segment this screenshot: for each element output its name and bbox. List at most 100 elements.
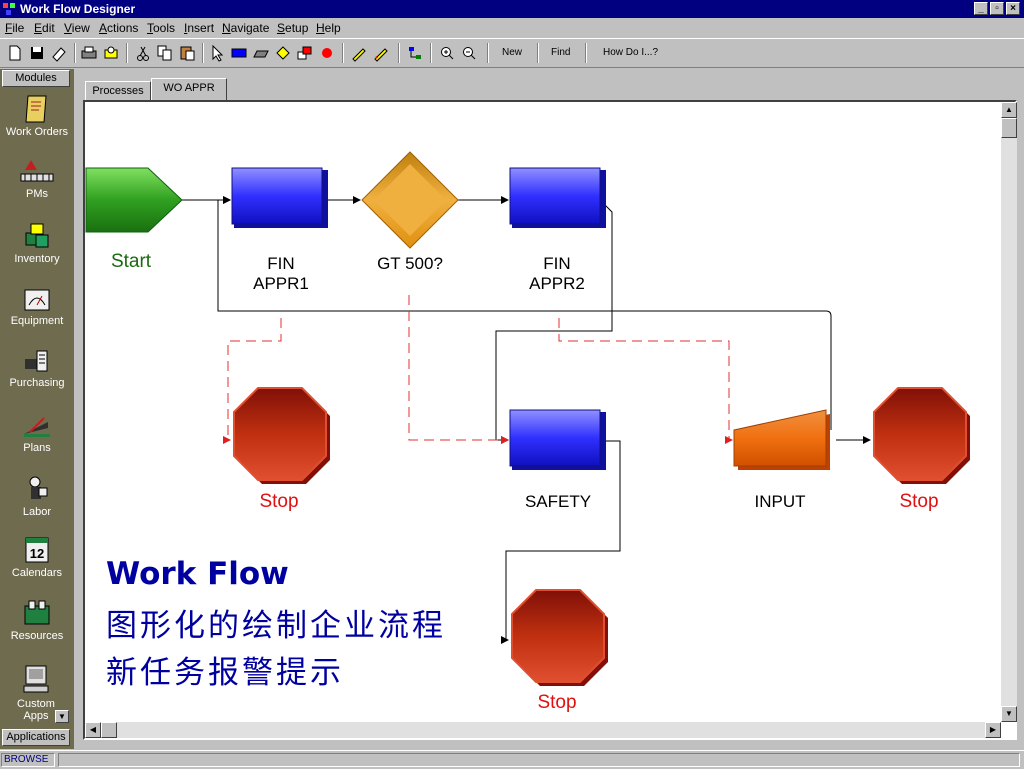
equipment-icon <box>24 289 50 311</box>
menu-view[interactable]: View <box>64 21 90 35</box>
pencil-icon[interactable] <box>350 44 368 62</box>
horizontal-scroll-thumb[interactable] <box>101 722 117 738</box>
toolbar-separator <box>487 43 489 63</box>
app-icon <box>3 3 15 15</box>
copy-icon[interactable] <box>156 44 174 62</box>
module-labor[interactable]: Labor <box>0 474 74 518</box>
module-label: PMs <box>26 188 48 200</box>
print-preview-icon[interactable] <box>102 44 120 62</box>
stop-label-3: Stop <box>537 692 577 713</box>
menu-insert[interactable]: Insert <box>184 21 215 35</box>
fin-appr2-label-line2: APPR2 <box>529 274 585 293</box>
vertical-scroll-thumb[interactable] <box>1001 118 1017 138</box>
module-label: Equipment <box>10 315 64 327</box>
stop-node-3[interactable] <box>511 589 608 686</box>
scroll-left-icon[interactable]: ◀ <box>85 722 101 738</box>
toolbar-separator <box>398 43 400 63</box>
save-icon[interactable] <box>28 44 46 62</box>
module-purchasing[interactable]: Purchasing <box>0 347 74 389</box>
shapes-icon[interactable] <box>296 44 314 62</box>
minimize-icon[interactable]: _ <box>974 2 988 15</box>
scroll-down-icon[interactable]: ▼ <box>1001 706 1017 722</box>
stop-icon[interactable] <box>318 44 336 62</box>
fin-appr1-node[interactable] <box>231 167 328 228</box>
horizontal-scrollbar[interactable] <box>85 722 1001 738</box>
calendar-day: 12 <box>30 546 44 561</box>
module-inventory[interactable]: Inventory <box>0 221 74 265</box>
zoom-in-icon[interactable] <box>438 44 456 62</box>
diamond-icon[interactable] <box>274 44 292 62</box>
module-custom-apps[interactable]: Custom Apps <box>0 662 72 722</box>
modules-scroll-down-icon[interactable]: ▼ <box>55 710 69 723</box>
scroll-up-icon[interactable]: ▲ <box>1001 102 1017 118</box>
toolbar-separator <box>585 43 587 63</box>
close-icon[interactable]: × <box>1006 2 1020 15</box>
inventory-icon <box>25 223 49 248</box>
erase-icon[interactable] <box>50 44 68 62</box>
stop-node-1[interactable] <box>233 387 330 484</box>
fin-appr2-node[interactable] <box>509 167 606 228</box>
module-resources[interactable]: Resources <box>0 598 74 642</box>
tab-wo-appr[interactable]: WO APPR <box>151 78 227 101</box>
start-label: Start <box>110 251 152 272</box>
toolbar-separator <box>430 43 432 63</box>
module-equipment[interactable]: Equipment <box>0 287 74 327</box>
purchasing-icon <box>25 350 48 372</box>
module-calendars[interactable]: 12 Calendars <box>0 535 74 579</box>
zoom-out-icon[interactable] <box>460 44 478 62</box>
calendars-icon: 12 <box>25 537 49 563</box>
status-panel <box>58 753 1020 767</box>
pointer-icon[interactable] <box>208 44 226 62</box>
align-icon[interactable] <box>406 44 424 62</box>
rectangle-icon[interactable] <box>230 44 248 62</box>
module-pms[interactable]: PMs <box>0 158 74 200</box>
how-do-i-button[interactable]: How Do I...? <box>603 47 659 58</box>
module-work-orders[interactable]: Work Orders <box>0 94 74 138</box>
window-title: Work Flow Designer <box>20 2 136 16</box>
stop-node-2[interactable] <box>873 387 970 484</box>
scroll-right-icon[interactable]: ▶ <box>985 722 1001 738</box>
overlay-line-3: 新任务报警提示 <box>106 655 344 691</box>
work-orders-icon <box>25 95 47 123</box>
menu-file[interactable]: File <box>5 21 25 35</box>
input-node[interactable] <box>733 409 830 470</box>
toolbar-separator <box>537 43 539 63</box>
applications-button[interactable]: Applications <box>2 729 70 746</box>
module-plans[interactable]: Plans <box>0 414 74 454</box>
find-button[interactable]: Find <box>551 47 571 58</box>
menu-help[interactable]: Help <box>316 21 341 35</box>
title-bar: Work Flow Designer _ ▫ × <box>0 0 1024 18</box>
gt500-decision-node[interactable] <box>361 151 459 249</box>
module-label: Inventory <box>14 253 60 265</box>
modules-header[interactable]: Modules <box>2 70 70 87</box>
new-icon[interactable] <box>6 44 24 62</box>
fin-appr2-label-line1: FIN <box>543 254 571 273</box>
module-label: Labor <box>22 506 52 518</box>
restore-icon[interactable]: ▫ <box>990 2 1004 15</box>
gt500-label: GT 500? <box>377 254 443 273</box>
toolbar: New Find How Do I...? <box>0 38 1024 68</box>
workflow-canvas[interactable] <box>83 100 1017 740</box>
menu-tools[interactable]: Tools <box>147 21 176 35</box>
toolbar-separator <box>74 43 76 63</box>
menu-setup[interactable]: Setup <box>277 21 309 35</box>
new-button[interactable]: New <box>502 47 523 58</box>
toolbar-separator <box>126 43 128 63</box>
menu-navigate[interactable]: Navigate <box>222 21 270 35</box>
paste-icon[interactable] <box>178 44 196 62</box>
tab-processes[interactable]: Processes <box>85 81 151 101</box>
pencil2-icon[interactable] <box>372 44 390 62</box>
fin-appr1-label-line1: FIN <box>267 254 295 273</box>
menu-actions[interactable]: Actions <box>99 21 139 35</box>
print-icon[interactable] <box>80 44 98 62</box>
pms-icon <box>20 160 54 182</box>
parallelogram-icon[interactable] <box>252 44 270 62</box>
module-label: Purchasing <box>9 377 65 389</box>
menu-edit[interactable]: Edit <box>34 21 55 35</box>
start-node[interactable] <box>85 167 183 233</box>
overlay-line-2: 图形化的绘制企业流程 <box>106 608 446 644</box>
safety-node[interactable] <box>509 409 606 470</box>
module-label: Custom Apps <box>17 698 55 722</box>
cut-icon[interactable] <box>134 44 152 62</box>
vertical-scrollbar[interactable] <box>1001 102 1017 722</box>
